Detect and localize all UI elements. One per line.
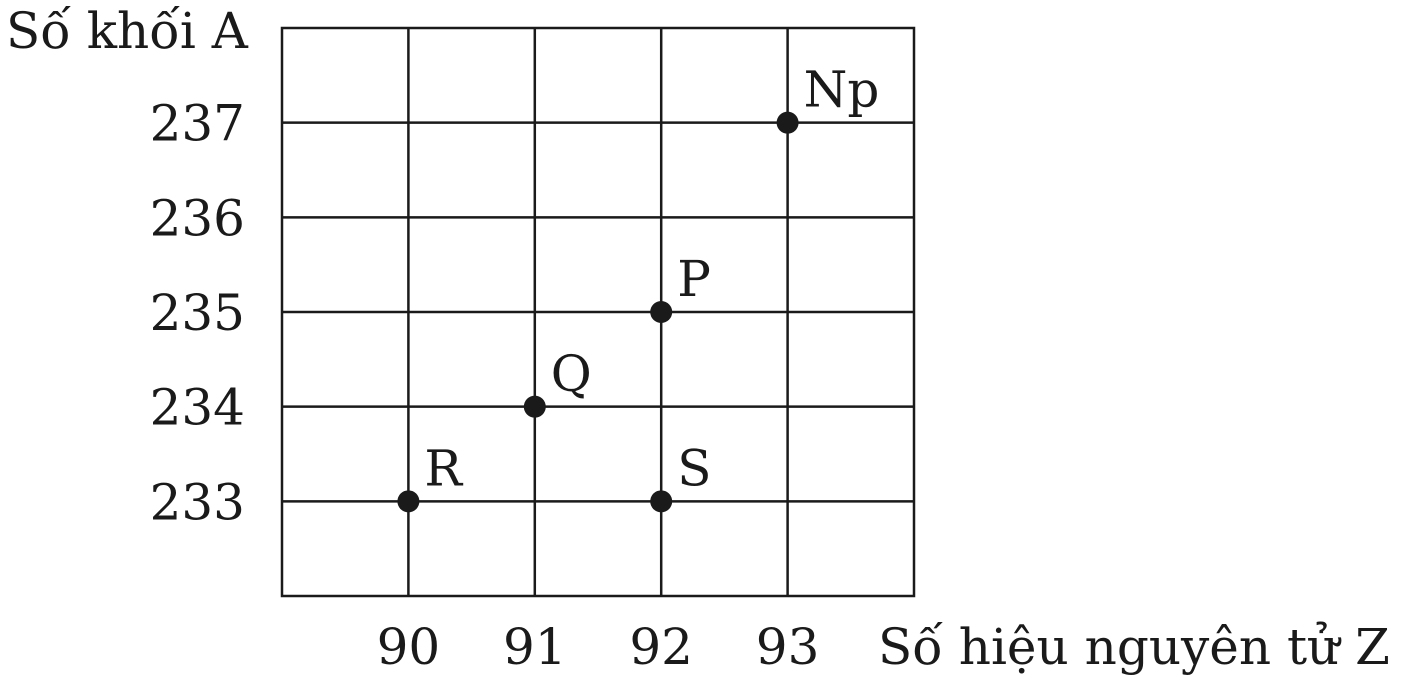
data-point-label: Np bbox=[804, 61, 880, 119]
y-tick-labels: 233 234 235 236 237 bbox=[150, 95, 245, 532]
x-tick-label: 90 bbox=[377, 618, 441, 676]
data-point-label: P bbox=[677, 250, 711, 308]
y-tick-label: 234 bbox=[150, 379, 245, 437]
data-point-label: R bbox=[424, 439, 463, 497]
data-point bbox=[650, 301, 673, 323]
y-tick-label: 237 bbox=[150, 95, 245, 153]
y-axis-title: Số khối A bbox=[6, 2, 249, 60]
data-point bbox=[650, 490, 673, 513]
data-point bbox=[397, 490, 420, 513]
data-point bbox=[776, 111, 799, 134]
plot-frame bbox=[280, 26, 916, 598]
x-tick-labels: 90 91 92 93 bbox=[377, 618, 820, 676]
y-tick-label: 233 bbox=[150, 473, 245, 531]
x-tick-label: 93 bbox=[756, 618, 820, 676]
data-point-label: Q bbox=[551, 345, 592, 403]
y-tick-label: 236 bbox=[150, 189, 245, 247]
y-tick-label: 235 bbox=[150, 284, 245, 342]
data-point bbox=[523, 395, 546, 418]
x-axis-title: Số hiệu nguyên tử Z bbox=[878, 618, 1390, 676]
x-tick-label: 92 bbox=[629, 618, 693, 676]
data-points: NpP Q R S bbox=[397, 61, 879, 513]
data-point-label: S bbox=[677, 439, 711, 497]
x-tick-label: 91 bbox=[503, 618, 567, 676]
